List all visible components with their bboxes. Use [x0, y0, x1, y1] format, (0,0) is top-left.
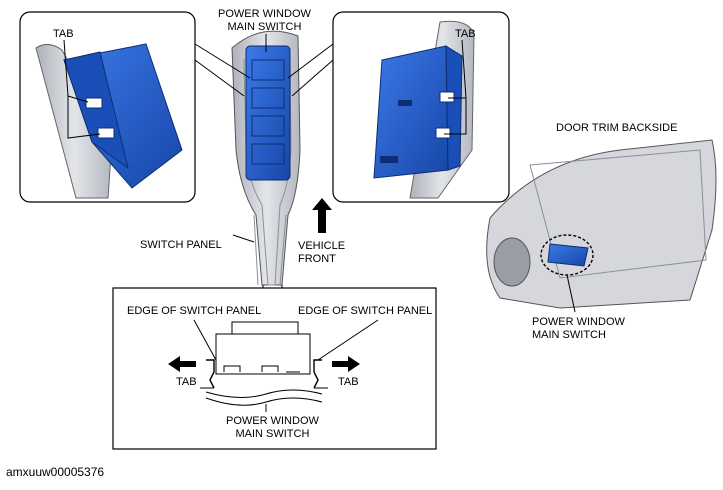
tab-label-right: TAB [455, 28, 476, 40]
bottom-detail-box [112, 285, 437, 450]
tab-notch-left-upper [85, 97, 103, 109]
tab-notch-right-lower [435, 127, 451, 139]
power-window-main-switch-label: POWER WINDOW MAIN SWITCH [218, 8, 311, 34]
push-left-arrow-icon [168, 356, 196, 372]
label-line: MAIN SWITCH [235, 428, 310, 440]
figure-code: amxuuw00005376 [6, 465, 105, 479]
tab-label-bottom-right: TAB [338, 376, 359, 388]
label-line: VEHICLE [298, 240, 346, 252]
left-detail-callout [19, 11, 251, 203]
right-detail-callout [287, 11, 510, 203]
power-window-switch-center [245, 45, 291, 181]
label-line: POWER WINDOW [226, 415, 319, 427]
label-line: MAIN SWITCH [227, 21, 302, 33]
label-line: POWER WINDOW [218, 8, 311, 20]
label-line: FRONT [298, 253, 336, 265]
door-speaker-icon [493, 237, 531, 287]
tab-notch-left-lower [97, 127, 115, 139]
bottom-switch-label: POWER WINDOW MAIN SWITCH [226, 415, 319, 441]
door-trim-backside [486, 139, 717, 313]
switch-panel-label: SWITCH PANEL [140, 239, 222, 251]
label-line: POWER WINDOW [532, 316, 625, 328]
edge-of-switch-panel-label-left: EDGE OF SWITCH PANEL [127, 305, 262, 317]
switch-panel-leader-line [232, 234, 255, 243]
door-switch-label: POWER WINDOW MAIN SWITCH [532, 316, 625, 342]
tab-label-left: TAB [53, 28, 74, 40]
edge-of-switch-panel-label-right: EDGE OF SWITCH PANEL [298, 305, 433, 317]
vehicle-front-label: VEHICLE FRONT [298, 240, 345, 266]
vehicle-front-arrow-icon [312, 198, 332, 233]
tab-label-bottom-left: TAB [176, 376, 197, 388]
label-line: MAIN SWITCH [532, 329, 606, 341]
tab-notch-right-upper [439, 91, 455, 103]
push-right-arrow-icon [332, 356, 360, 372]
door-trim-backside-label: DOOR TRIM BACKSIDE [556, 122, 678, 134]
